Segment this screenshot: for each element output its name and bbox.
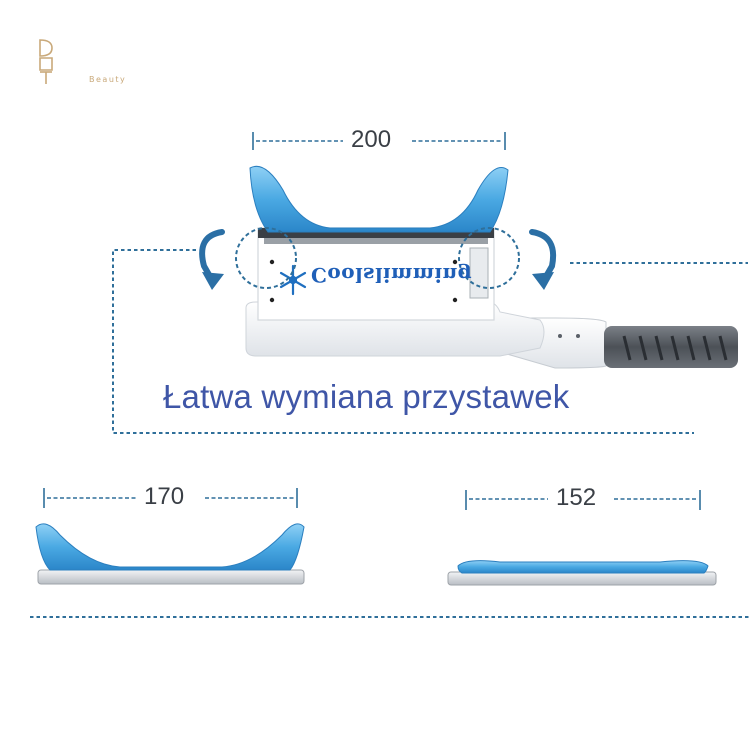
left-applicator [35,523,305,585]
top-dimension-line [252,132,506,150]
caption-easy-exchange: Łatwa wymiana przystawek [163,378,570,415]
handpiece-brand-text: Coolslimming [311,263,473,287]
snowflake-icon [279,264,307,296]
handpiece-body [245,227,545,357]
right-dimension-label: 152 [552,484,601,512]
top-dimension-label: 200 [347,126,396,154]
top-applicator-cup [249,165,509,233]
left-dimension-label: 170 [140,483,189,511]
logo-tagline: Beauty [89,75,127,84]
exchange-bracket-lines [112,249,748,434]
rotation-arrows [199,227,556,290]
dot-monogram-icon [39,39,53,84]
left-dimension-line [43,488,298,508]
right-applicator [447,560,717,586]
right-dimension-line [465,490,701,510]
